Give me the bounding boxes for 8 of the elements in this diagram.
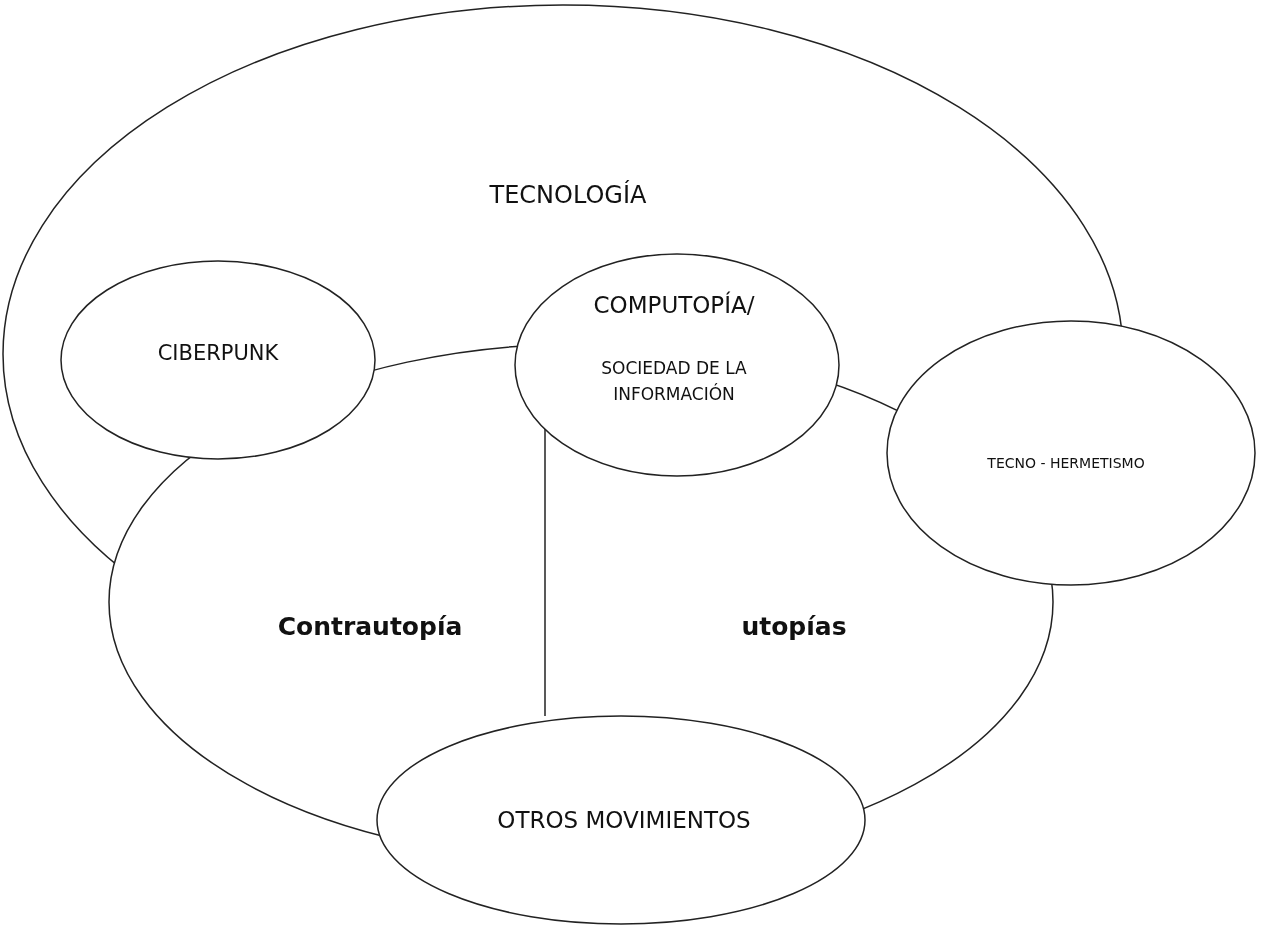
ellipse-label: OTROS MOVIMIENTOS	[496, 805, 752, 835]
ellipse-label: SOCIEDAD DE LA INFORMACIÓN	[600, 356, 748, 405]
ellipse-label: utopías	[740, 611, 848, 644]
ellipse-label: TECNOLOGÍA	[488, 179, 648, 211]
ellipse-label: CIBERPUNK	[156, 340, 280, 368]
ellipse-label: TECNO - HERMETISMO	[986, 453, 1146, 473]
ellipse-label: Contrautopía	[276, 611, 464, 644]
ellipse-label: COMPUTOPÍA/	[592, 290, 756, 320]
